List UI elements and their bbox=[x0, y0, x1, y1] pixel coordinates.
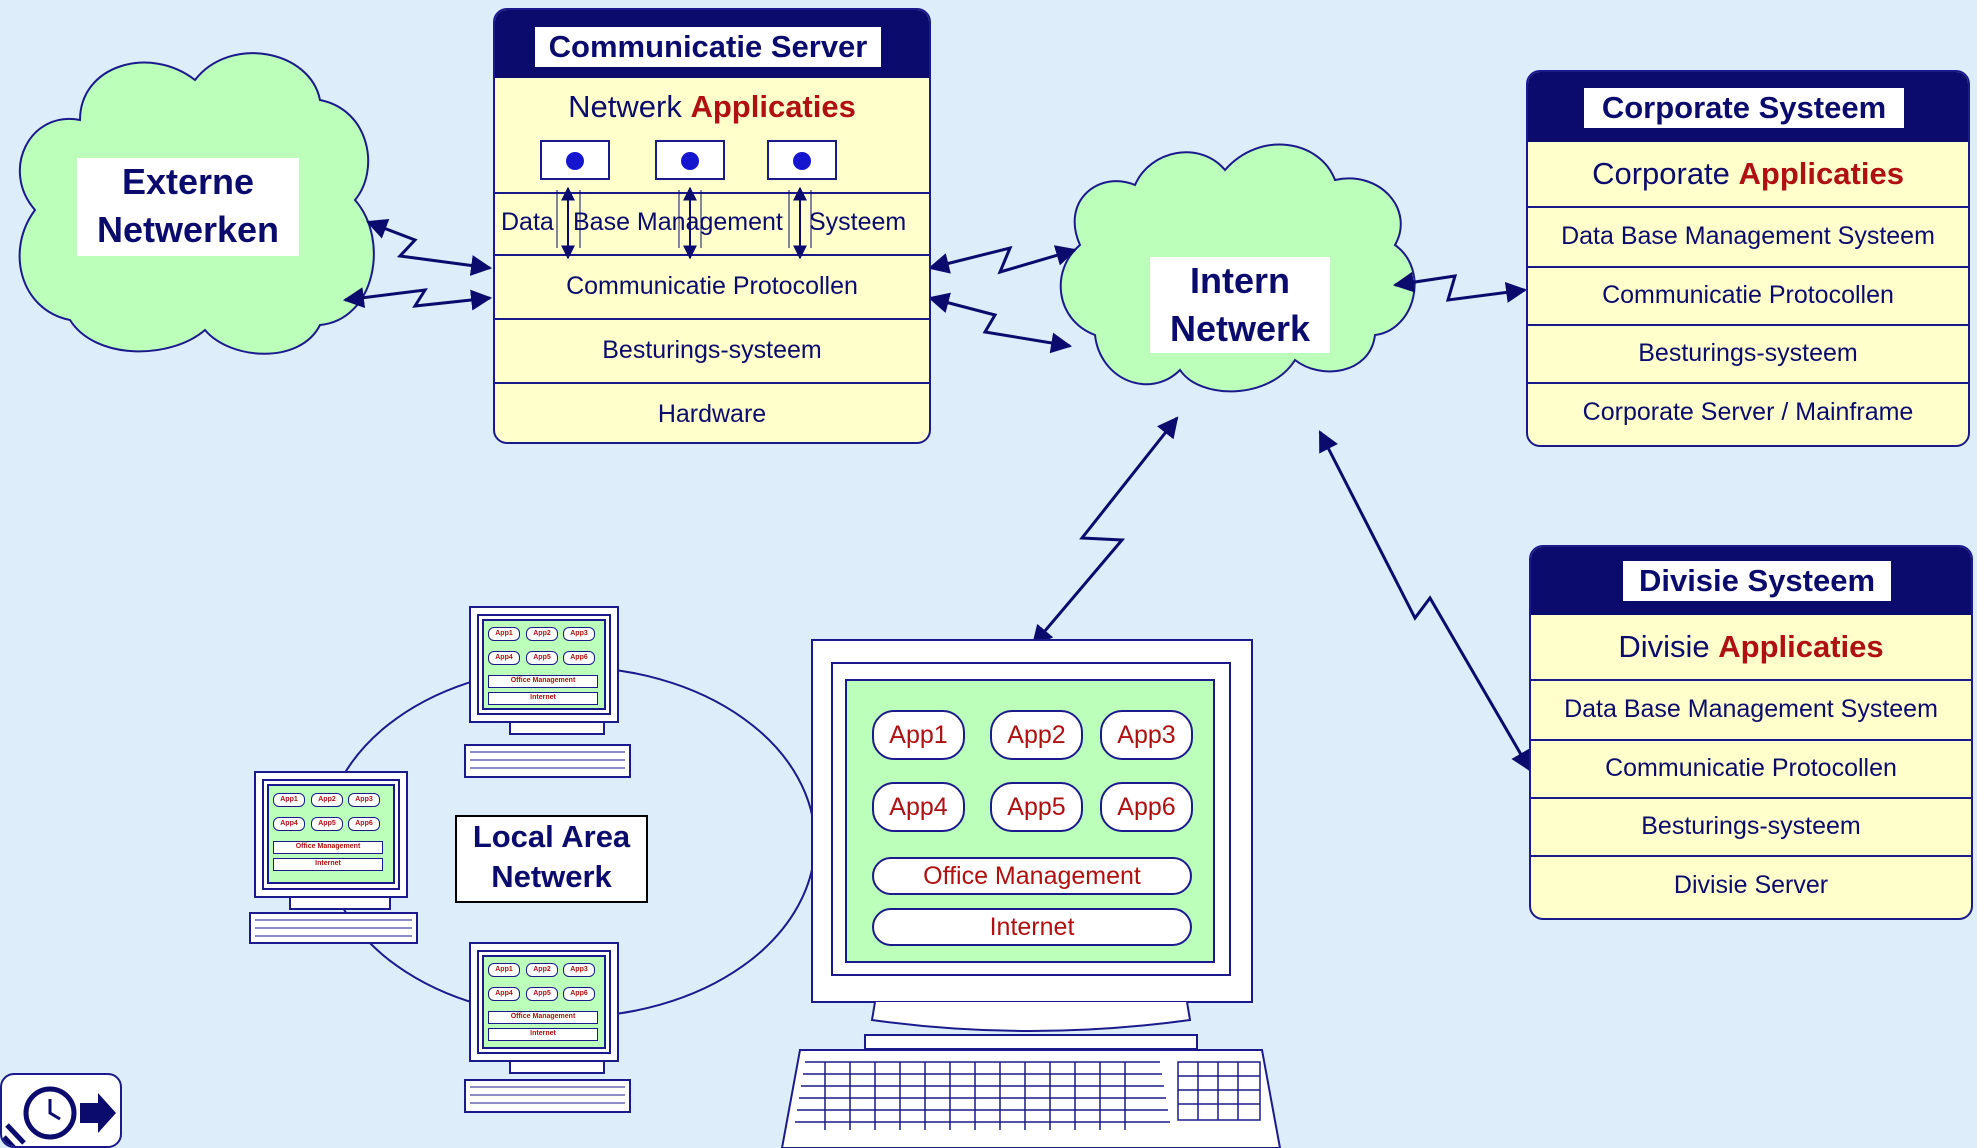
mini-app-5: App5 bbox=[311, 817, 343, 831]
corporate-dbms-row: Data Base Management Systeem bbox=[1528, 206, 1968, 266]
mini-app-4: App4 bbox=[273, 817, 305, 831]
mini-app-6: App6 bbox=[563, 987, 595, 1001]
app-dot bbox=[566, 152, 584, 170]
mini-app-2: App2 bbox=[311, 793, 343, 807]
link-external-server-1 bbox=[366, 218, 493, 276]
dbms-word-base-management: Base Management bbox=[573, 208, 783, 236]
mini-app-2: App2 bbox=[526, 627, 558, 641]
hardware-row: Hardware bbox=[495, 382, 929, 442]
corporate-systeem-title: Corporate Systeem bbox=[1584, 88, 1904, 128]
divisie-systeem-stack: Divisie Systeem Divisie Applicaties Data… bbox=[1529, 545, 1973, 920]
lan-keyboard-keys bbox=[255, 751, 625, 1104]
lan-label-line2: Netwerk bbox=[491, 859, 612, 894]
lan-label: Local Area Netwerk bbox=[455, 815, 648, 903]
workstation-app2[interactable]: App2 bbox=[990, 710, 1083, 760]
clock-arrow-icon-graphic bbox=[2, 1086, 116, 1146]
corporate-apps-highlight: Applicaties bbox=[1738, 156, 1904, 191]
corporate-apps-row: Corporate Applicaties bbox=[1528, 142, 1968, 206]
mini-office-management: Office Management bbox=[488, 1011, 598, 1024]
external-networks-label: Externe Netwerken bbox=[77, 158, 299, 256]
divisie-apps-highlight: Applicaties bbox=[1718, 629, 1884, 664]
workstation-app6[interactable]: App6 bbox=[1100, 782, 1193, 832]
mini-app-1: App1 bbox=[488, 627, 520, 641]
network-apps-row: Netwerk Applicaties bbox=[495, 78, 929, 192]
mini-app-3: App3 bbox=[563, 963, 595, 977]
divisie-apps-row: Divisie Applicaties bbox=[1531, 615, 1971, 679]
link-server-intern-1 bbox=[927, 245, 1078, 275]
communicatie-server-title: Communicatie Server bbox=[535, 27, 881, 67]
stack-header: Communicatie Server bbox=[495, 10, 929, 78]
link-intern-workstation bbox=[1031, 416, 1179, 647]
corporate-protocol-row: Communicatie Protocollen bbox=[1528, 266, 1968, 324]
network-app-box-3 bbox=[767, 140, 837, 180]
lan-label-line1: Local Area bbox=[472, 819, 631, 854]
corporate-server-row: Corporate Server / Mainframe bbox=[1528, 382, 1968, 442]
internal-network-line2: Netwerk bbox=[1169, 308, 1311, 349]
network-app-box-1 bbox=[540, 140, 610, 180]
external-networks-line2: Netwerken bbox=[96, 209, 280, 250]
workstation-app5[interactable]: App5 bbox=[990, 782, 1083, 832]
mini-internet: Internet bbox=[273, 858, 383, 871]
divisie-protocol-row: Communicatie Protocollen bbox=[1531, 739, 1971, 797]
divisie-server-row: Divisie Server bbox=[1531, 855, 1971, 915]
mini-office-management: Office Management bbox=[273, 841, 383, 854]
workstation-office-management[interactable]: Office Management bbox=[872, 857, 1192, 895]
divisie-os-row: Besturings-systeem bbox=[1531, 797, 1971, 855]
divisie-apps-prefix: Divisie bbox=[1618, 629, 1710, 664]
mini-app-6: App6 bbox=[348, 817, 380, 831]
link-server-intern-2 bbox=[927, 292, 1073, 354]
network-apps-prefix: Netwerk bbox=[568, 89, 682, 124]
clock-arrow-icon[interactable] bbox=[0, 1073, 122, 1148]
dbms-word-data: Data bbox=[501, 208, 554, 236]
mini-app-1: App1 bbox=[488, 963, 520, 977]
mini-app-5: App5 bbox=[526, 651, 558, 665]
divisie-systeem-title: Divisie Systeem bbox=[1623, 561, 1891, 601]
workstation-internet[interactable]: Internet bbox=[872, 908, 1192, 946]
mini-internet: Internet bbox=[488, 1028, 598, 1041]
mini-app-3: App3 bbox=[348, 793, 380, 807]
workstation-app3[interactable]: App3 bbox=[1100, 710, 1193, 760]
mini-app-5: App5 bbox=[526, 987, 558, 1001]
workstation-app1[interactable]: App1 bbox=[872, 710, 965, 760]
mini-office-management: Office Management bbox=[488, 675, 598, 688]
internal-network-label: Intern Netwerk bbox=[1150, 257, 1330, 353]
comm-protocol-row: Communicatie Protocollen bbox=[495, 254, 929, 318]
link-external-server-2 bbox=[342, 287, 493, 311]
mini-app-4: App4 bbox=[488, 651, 520, 665]
connectors bbox=[342, 218, 1532, 772]
dbms-row: Data Base Management Systeem bbox=[495, 192, 929, 254]
external-networks-line1: Externe bbox=[121, 161, 255, 202]
app-dot bbox=[793, 152, 811, 170]
internal-network-line1: Intern bbox=[1189, 260, 1290, 301]
comm-server-inner-arrows bbox=[556, 186, 812, 260]
stack-header: Corporate Systeem bbox=[1528, 72, 1968, 142]
corporate-systeem-stack: Corporate Systeem Corporate Applicaties … bbox=[1526, 70, 1970, 447]
os-row: Besturings-systeem bbox=[495, 318, 929, 382]
network-apps-highlight: Applicaties bbox=[690, 89, 856, 124]
mini-internet: Internet bbox=[488, 692, 598, 705]
mini-app-3: App3 bbox=[563, 627, 595, 641]
link-intern-divisie bbox=[1318, 430, 1532, 772]
mini-app-2: App2 bbox=[526, 963, 558, 977]
divisie-dbms-row: Data Base Management Systeem bbox=[1531, 679, 1971, 739]
stack-header: Divisie Systeem bbox=[1531, 547, 1971, 615]
mini-app-6: App6 bbox=[563, 651, 595, 665]
corporate-os-row: Besturings-systeem bbox=[1528, 324, 1968, 382]
link-intern-corporate bbox=[1392, 271, 1528, 303]
corporate-apps-prefix: Corporate bbox=[1592, 156, 1730, 191]
mini-app-1: App1 bbox=[273, 793, 305, 807]
dbms-word-systeem: Systeem bbox=[809, 208, 907, 236]
network-app-box-2 bbox=[655, 140, 725, 180]
app-dot bbox=[681, 152, 699, 170]
workstation-keyboard-keys bbox=[795, 1061, 1261, 1130]
workstation-app4[interactable]: App4 bbox=[872, 782, 965, 832]
mini-app-4: App4 bbox=[488, 987, 520, 1001]
